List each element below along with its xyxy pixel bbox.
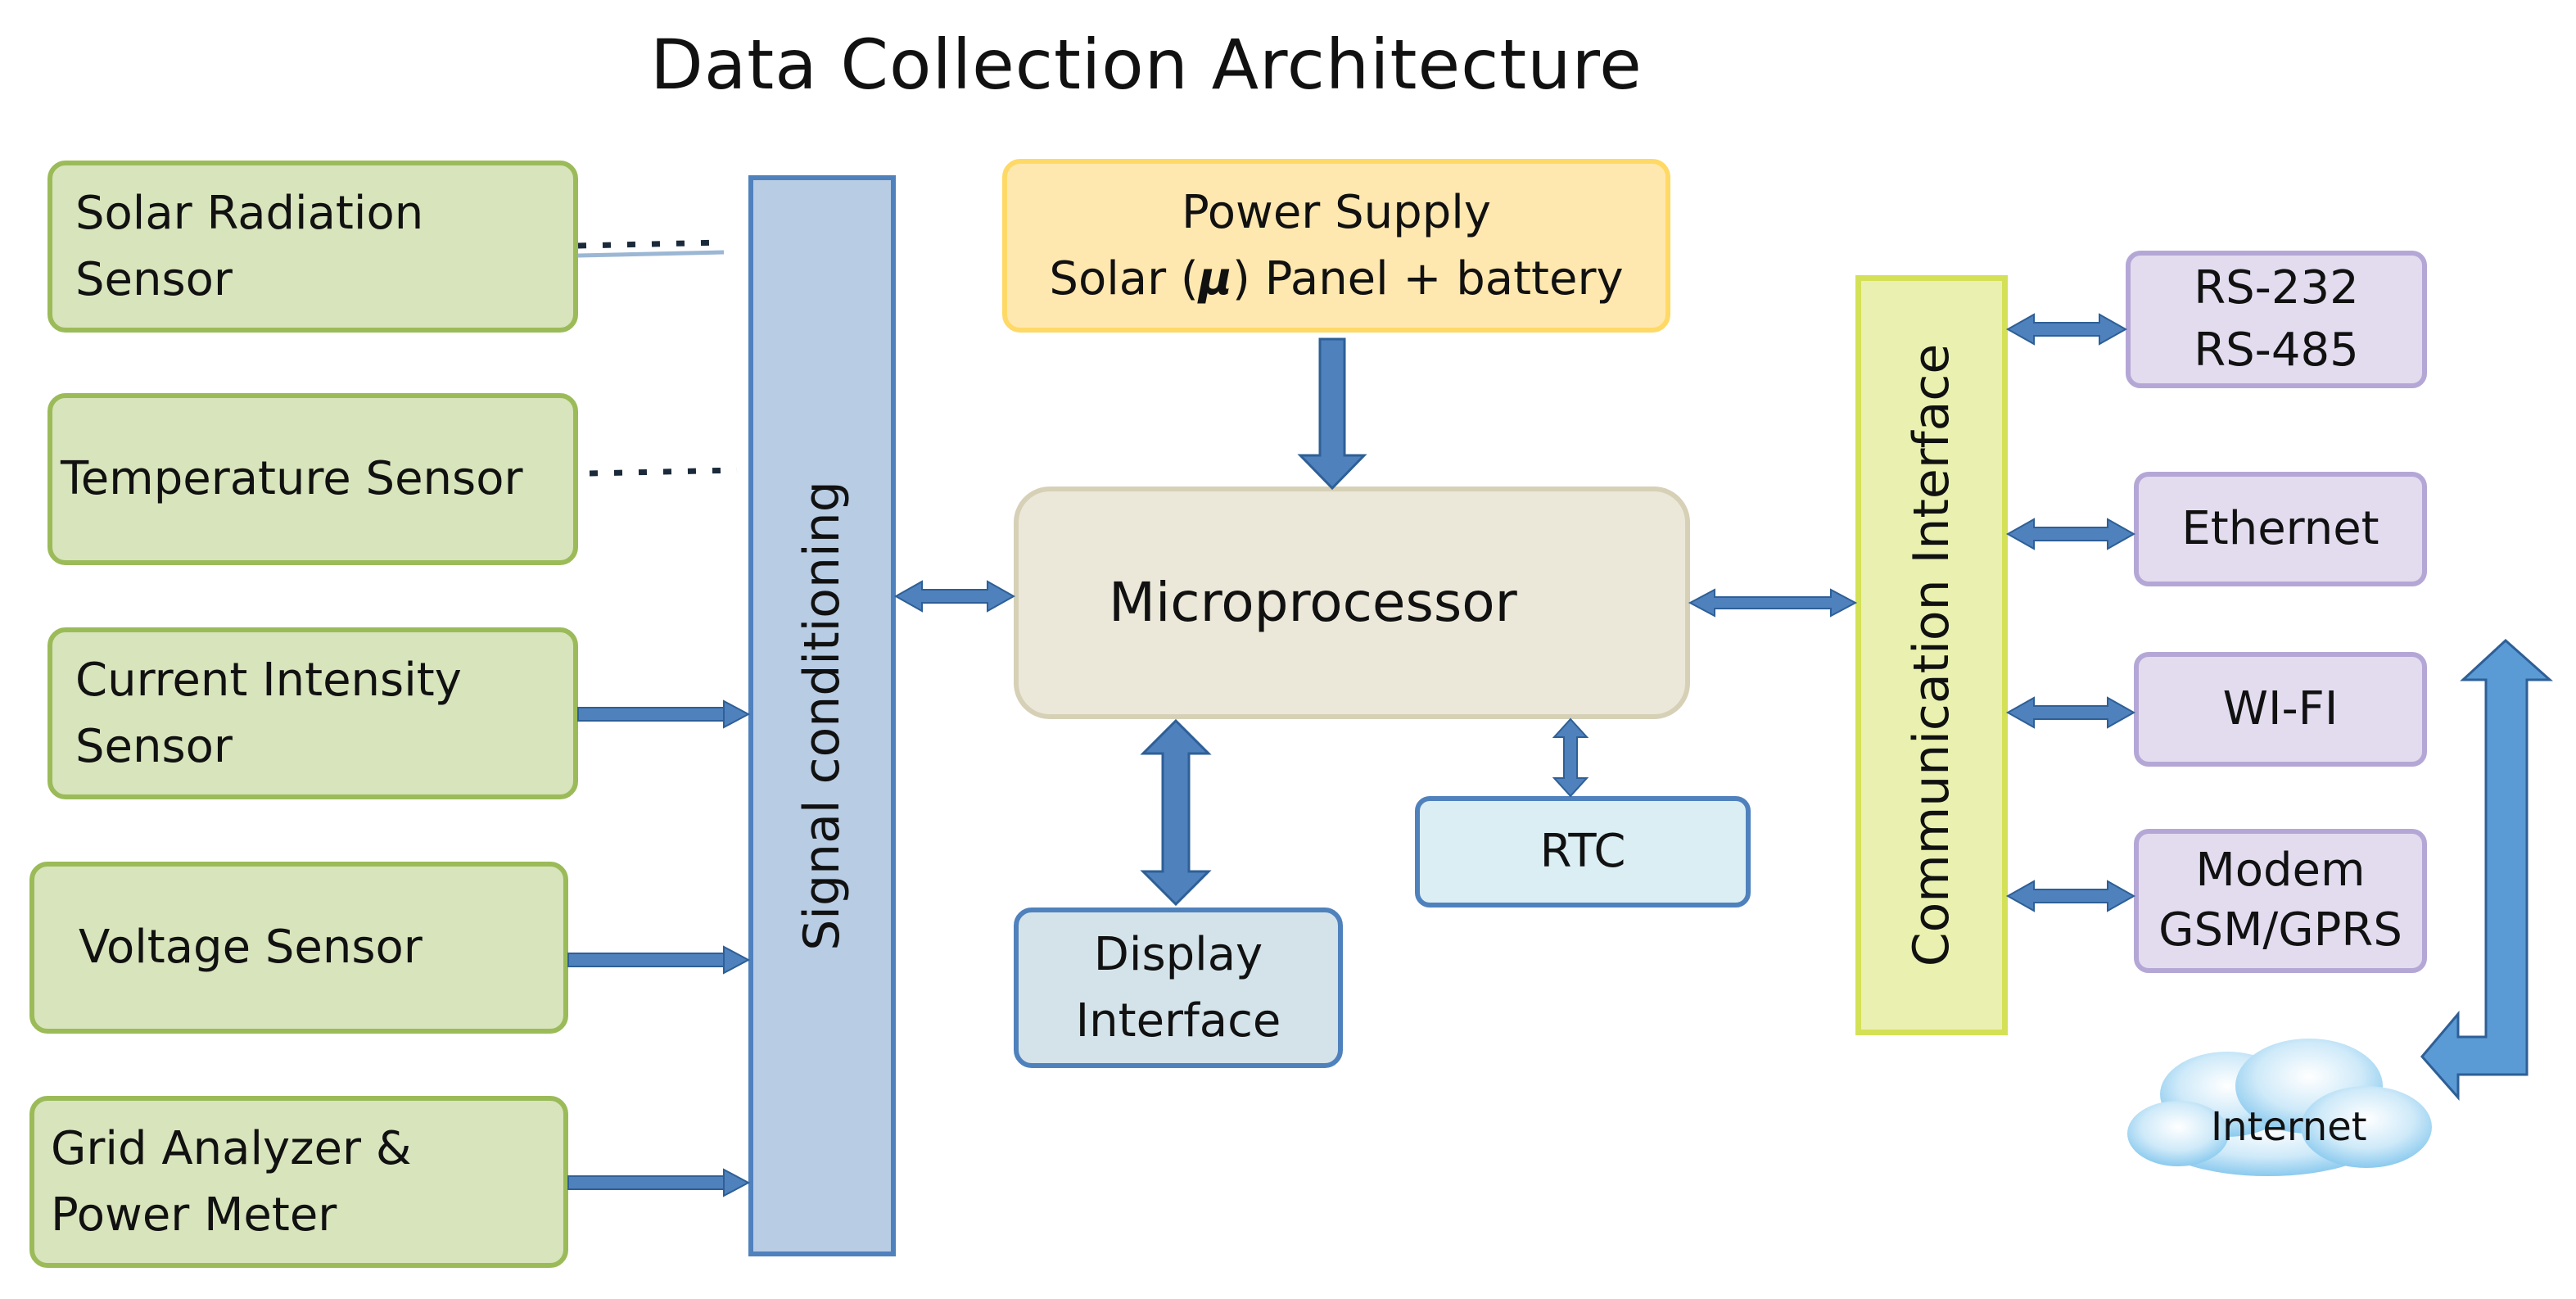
voltage-sensor-box: Voltage Sensor — [29, 862, 568, 1034]
comm-modem-double-arrow — [2005, 880, 2136, 912]
display-interface-label-1: Display — [1093, 927, 1263, 981]
signal-micro-double-arrow — [893, 580, 1016, 613]
power-supply-detail-pre: Solar ( — [1049, 252, 1199, 306]
wifi-label: WI-FI — [2222, 682, 2339, 736]
rs232-rs485-box: RS-232 RS-485 — [2126, 251, 2427, 388]
signal-conditioning-label: Signal conditioning — [793, 481, 851, 951]
internet-label: Internet — [2211, 1104, 2367, 1150]
power-supply-label: Power Supply — [1182, 185, 1491, 239]
comm-ethernet-double-arrow — [2005, 518, 2136, 550]
rtc-box: RTC — [1415, 796, 1751, 907]
micro-rtc-double-arrow — [1552, 717, 1589, 798]
grid-analyzer-arrow — [567, 1168, 751, 1197]
temperature-sensor-box: Temperature Sensor — [47, 393, 578, 565]
grid-analyzer-label-1: Grid Analyzer & — [51, 1121, 412, 1175]
solar-radiation-dotted-link — [577, 239, 725, 258]
micro-comm-double-arrow — [1688, 588, 1858, 618]
power-supply-box: Power Supply Solar (μ) Panel + battery — [1002, 159, 1670, 333]
comm-rs232-double-arrow — [2005, 313, 2128, 346]
voltage-sensor-arrow — [567, 945, 751, 975]
display-interface-box: Display Interface — [1014, 907, 1343, 1068]
current-intensity-sensor-label-2: Sensor — [75, 720, 233, 773]
gsm-gprs-label: GSM/GPRS — [2158, 903, 2402, 957]
micro-display-double-arrow — [1140, 718, 1212, 907]
solar-radiation-sensor-label-2: Sensor — [75, 253, 233, 306]
rs232-label: RS-232 — [2194, 261, 2359, 315]
power-to-micro-arrow — [1297, 337, 1367, 491]
temperature-sensor-label: Temperature Sensor — [61, 452, 523, 506]
voltage-sensor-label: Voltage Sensor — [79, 921, 423, 975]
grid-analyzer-power-meter-box: Grid Analyzer & Power Meter — [29, 1096, 568, 1268]
mu-symbol: μ — [1198, 252, 1232, 306]
wifi-box: WI-FI — [2134, 652, 2427, 767]
rs485-label: RS-485 — [2194, 324, 2359, 377]
communication-interface-label: Communication Interface — [1903, 343, 1960, 967]
grid-analyzer-label-2: Power Meter — [51, 1188, 337, 1242]
ethernet-box: Ethernet — [2134, 472, 2427, 586]
ethernet-label: Ethernet — [2181, 502, 2379, 556]
solar-radiation-sensor-box: Solar Radiation Sensor — [47, 161, 578, 333]
diagram-title: Data Collection Architecture — [650, 25, 1643, 105]
power-supply-detail: Solar (μ) Panel + battery — [1049, 246, 1623, 312]
communication-interface-bar: Communication Interface — [1855, 275, 2008, 1035]
modem-gsm-gprs-box: Modem GSM/GPRS — [2134, 829, 2427, 973]
modem-label: Modem — [2195, 844, 2366, 898]
internet-uplink-arrow — [2420, 638, 2553, 1101]
signal-conditioning-bar: Signal conditioning — [748, 175, 896, 1256]
rtc-label: RTC — [1539, 825, 1626, 879]
temperature-dotted-link — [589, 467, 738, 477]
microprocessor-label: Microprocessor — [1109, 571, 1517, 635]
comm-wifi-double-arrow — [2005, 696, 2136, 729]
current-sensor-arrow — [577, 699, 751, 729]
solar-radiation-sensor-label-1: Solar Radiation — [75, 186, 424, 240]
power-supply-detail-post: ) Panel + battery — [1232, 252, 1624, 306]
display-interface-label-2: Interface — [1075, 994, 1281, 1048]
current-intensity-sensor-box: Current Intensity Sensor — [47, 627, 578, 799]
microprocessor-box: Microprocessor — [1014, 487, 1690, 719]
current-intensity-sensor-label-1: Current Intensity — [75, 653, 462, 707]
